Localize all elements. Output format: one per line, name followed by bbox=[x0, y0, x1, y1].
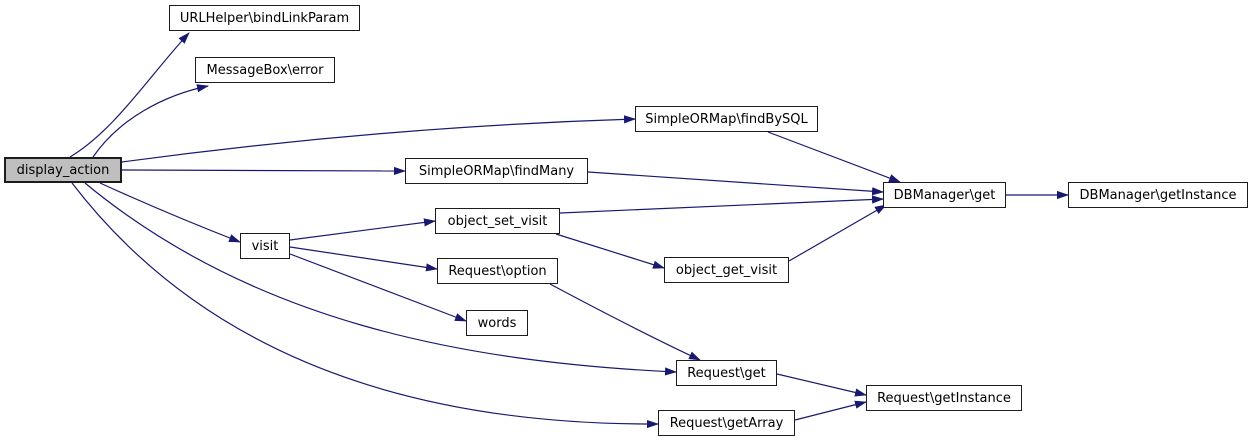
edge-visit-to-Request_option bbox=[289, 246, 438, 272]
node-URLHelper_bindLinkParam[interactable]: URLHelper\bindLinkParam bbox=[169, 5, 360, 31]
edge-visit-to-object_set_visit bbox=[289, 218, 436, 241]
edge-display_action-to-Request_get bbox=[84, 182, 677, 376]
edge-display_action-to-URLHelper_bindLinkParam bbox=[69, 32, 190, 158]
edge-display_action-to-SimpleORMap_findBySQL bbox=[121, 115, 636, 163]
node-visit[interactable]: visit bbox=[240, 233, 290, 259]
node-object_set_visit[interactable]: object_set_visit bbox=[435, 208, 560, 234]
edge-SimpleORMap_findBySQL-to-DBManager_get bbox=[767, 131, 901, 183]
node-Request_get[interactable]: Request\get bbox=[676, 360, 777, 386]
node-SimpleORMap_findBySQL[interactable]: SimpleORMap\findBySQL bbox=[635, 106, 818, 132]
edge-visit-to-words bbox=[289, 253, 467, 322]
node-DBManager_getInstance[interactable]: DBManager\getInstance bbox=[1068, 182, 1248, 208]
edge-object_set_visit-to-DBManager_get bbox=[559, 195, 884, 214]
node-DBManager_get[interactable]: DBManager\get bbox=[883, 182, 1006, 208]
edge-display_action-to-Request_getArray bbox=[71, 182, 659, 429]
node-words[interactable]: words bbox=[466, 310, 528, 336]
edge-Request_getArray-to-Request_getInstance bbox=[794, 400, 867, 421]
node-Request_getInstance[interactable]: Request\getInstance bbox=[866, 385, 1022, 411]
edge-display_action-to-visit bbox=[99, 182, 241, 243]
edge-object_get_visit-to-DBManager_get bbox=[788, 204, 887, 262]
edge-object_set_visit-to-object_get_visit bbox=[555, 233, 665, 269]
node-Request_getArray[interactable]: Request\getArray bbox=[658, 410, 795, 436]
node-SimpleORMap_findMany[interactable]: SimpleORMap\findMany bbox=[405, 158, 588, 184]
node-object_get_visit[interactable]: object_get_visit bbox=[664, 257, 789, 283]
node-MessageBox_error[interactable]: MessageBox\error bbox=[195, 57, 335, 83]
edge-display_action-to-MessageBox_error bbox=[92, 84, 209, 158]
edge-group bbox=[69, 32, 1069, 429]
node-display_action: display_action bbox=[4, 157, 122, 183]
node-Request_option[interactable]: Request\option bbox=[437, 258, 558, 284]
edge-Request_get-to-Request_getInstance bbox=[776, 373, 867, 397]
edge-SimpleORMap_findMany-to-DBManager_get bbox=[587, 171, 884, 196]
edge-display_action-to-SimpleORMap_findMany bbox=[121, 166, 406, 176]
edge-Request_option-to-Request_get bbox=[549, 283, 701, 361]
